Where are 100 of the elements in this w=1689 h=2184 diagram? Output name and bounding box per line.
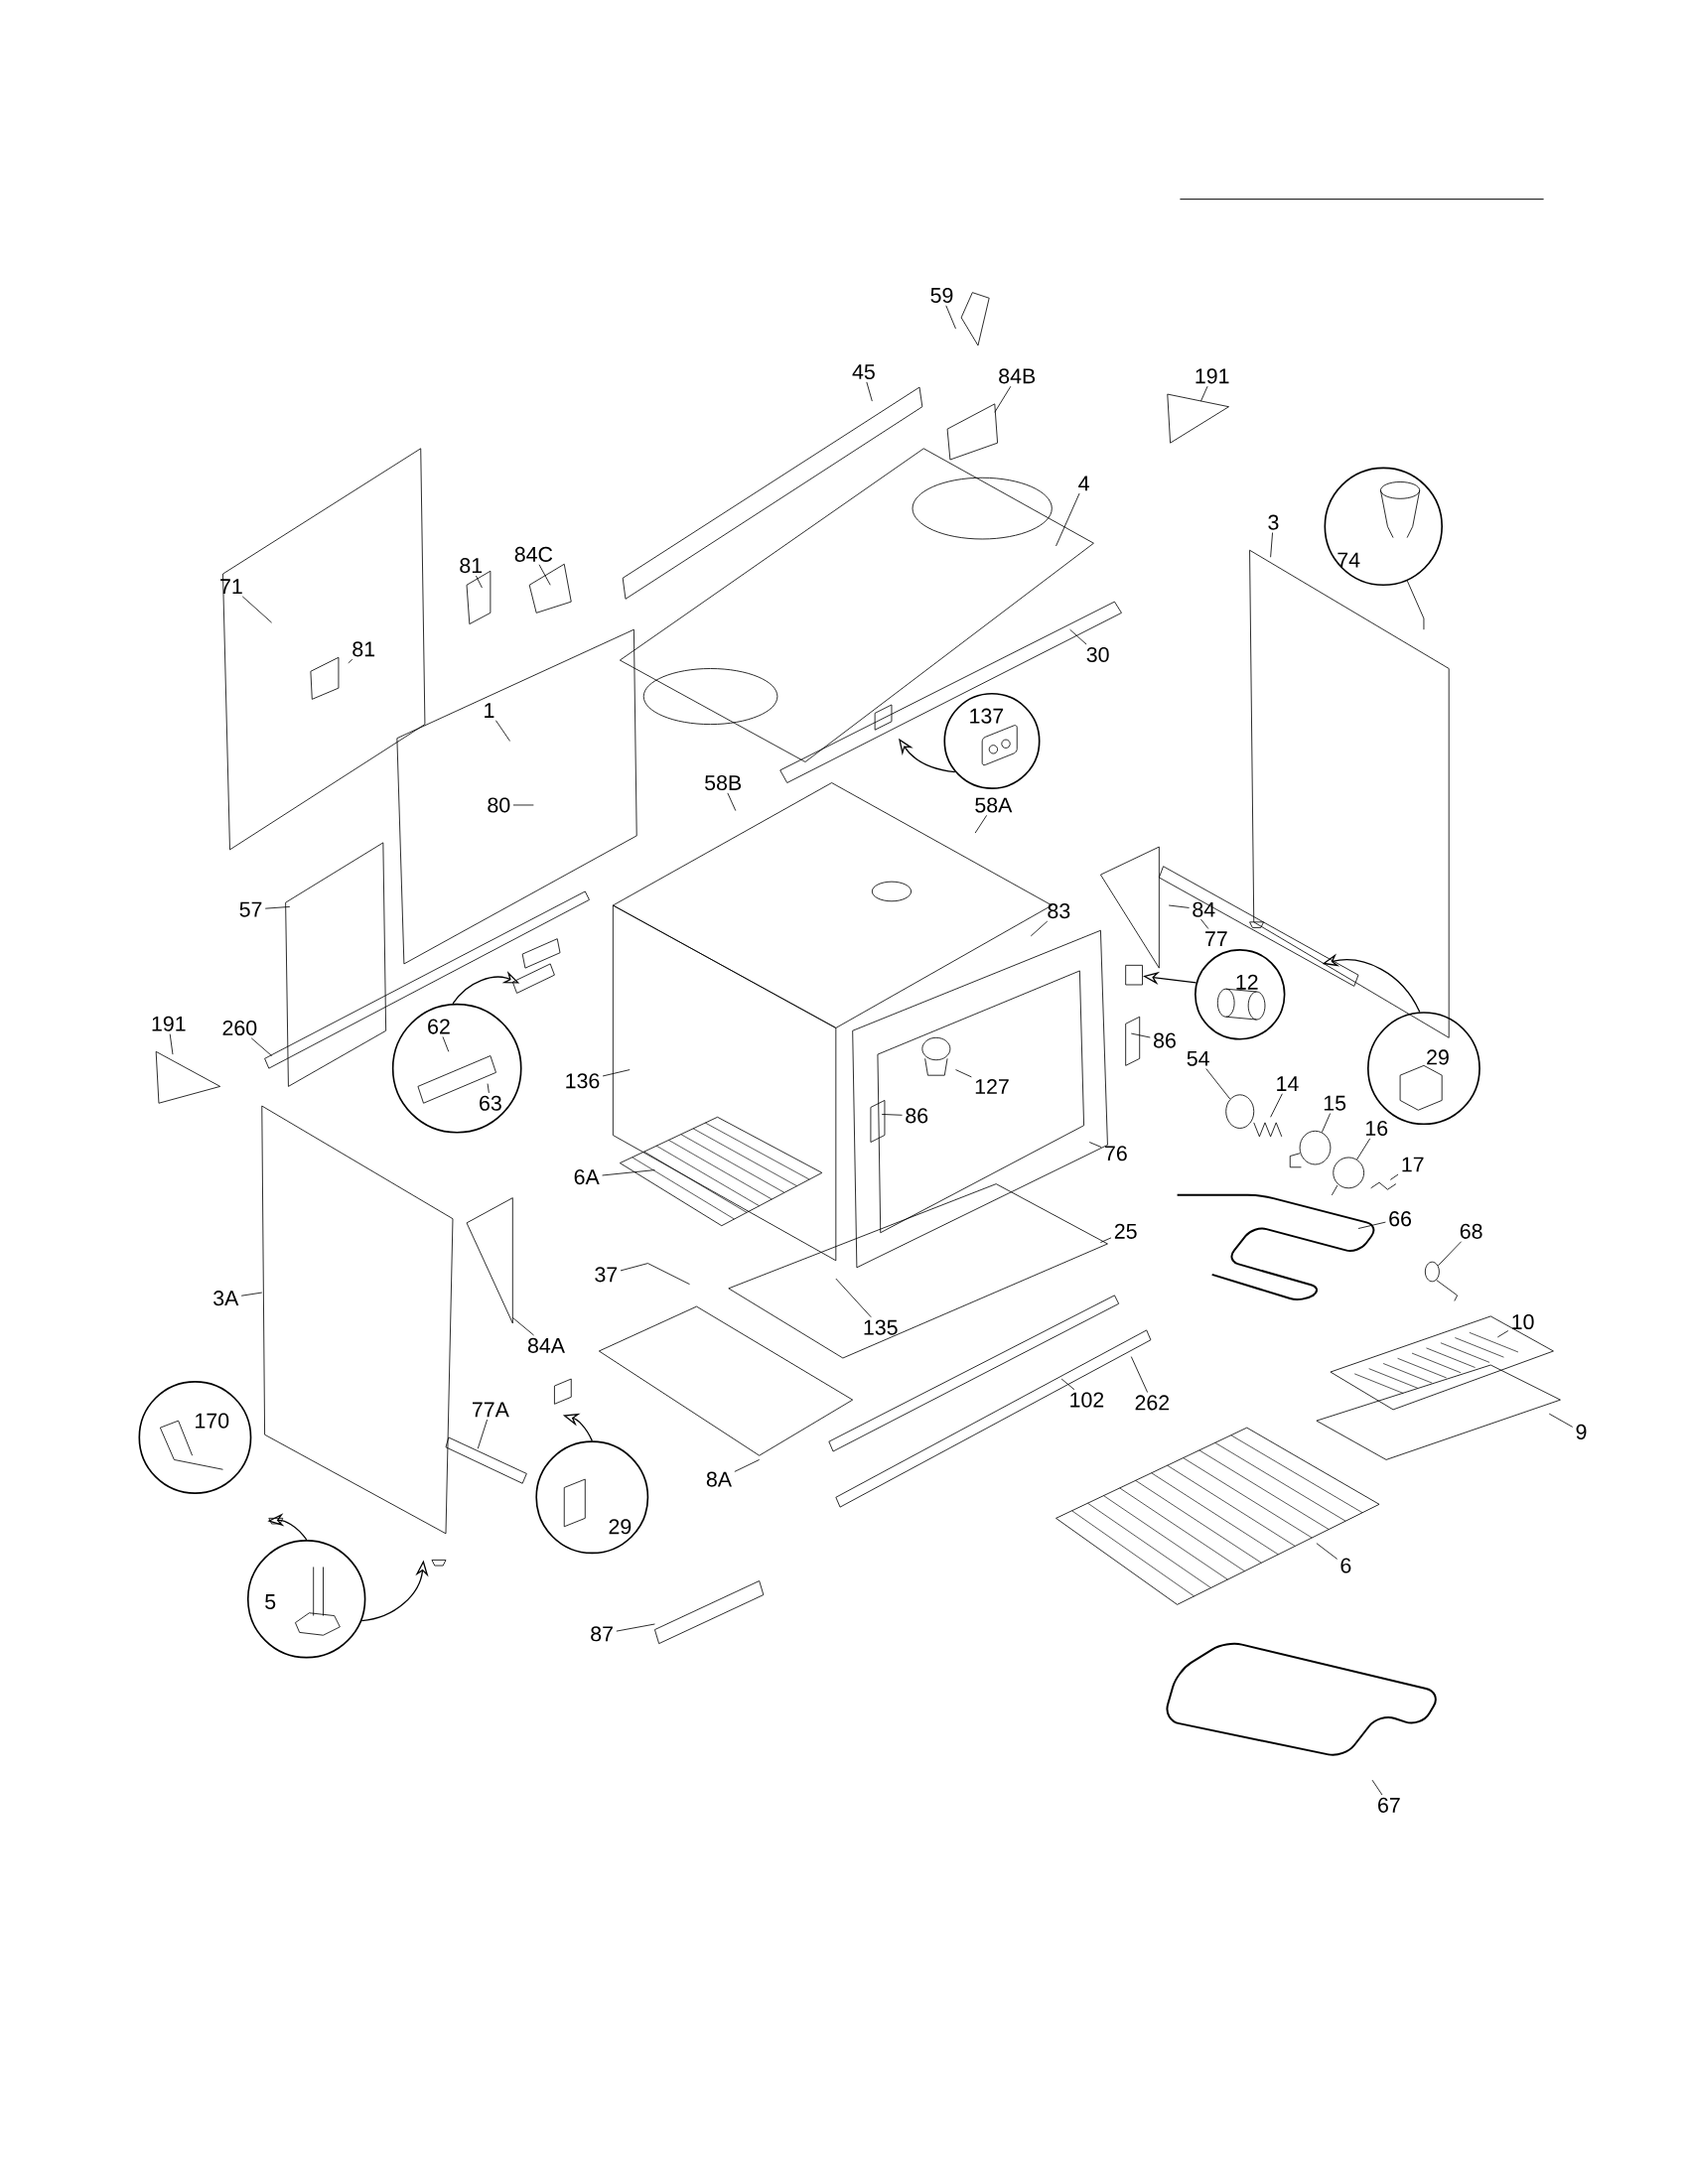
callout-number: 77 (1205, 931, 1227, 947)
leader-line (242, 596, 273, 623)
leader-line (602, 1069, 631, 1077)
leader-line (1069, 628, 1087, 645)
callout-number: 57 (239, 901, 262, 917)
callout-number: 76 (1105, 1146, 1128, 1161)
callout-number: 54 (1187, 1050, 1210, 1066)
leader-line (882, 1114, 904, 1116)
callout-number: 71 (220, 579, 242, 595)
leader-line (1497, 1330, 1509, 1338)
callout-number: 86 (906, 1108, 928, 1124)
callout-number: 83 (1048, 903, 1070, 919)
callout-number: 4 (1078, 476, 1090, 491)
callout-number: 67 (1378, 1797, 1400, 1813)
part-outline (1299, 1130, 1332, 1165)
leader-line (170, 1033, 174, 1055)
callout-number: 135 (864, 1319, 898, 1335)
leader-line (265, 906, 291, 909)
callout-number: 45 (852, 364, 876, 380)
leader-line (866, 381, 873, 402)
leader-line (538, 564, 551, 586)
leader-line (975, 814, 988, 834)
leader-line (1390, 1173, 1399, 1180)
callout-number: 262 (1135, 1395, 1170, 1411)
leader-line (727, 792, 737, 811)
callout-number: 14 (1277, 1076, 1299, 1091)
leader-line (602, 1169, 656, 1176)
callout-number: 6 (1340, 1558, 1351, 1573)
callout-number: 8A (707, 1471, 733, 1487)
callout-number: 5 (265, 1594, 276, 1609)
detail-circle (943, 692, 1041, 789)
leader-line (348, 658, 353, 664)
leader-line (1270, 532, 1274, 558)
callout-number: 1 (485, 703, 494, 718)
leader-line (512, 804, 535, 806)
leader-line (478, 1419, 489, 1449)
callout-number: 87 (591, 1626, 614, 1642)
detail-circle (392, 1003, 522, 1134)
leader-line (442, 1036, 450, 1052)
leader-line (835, 1278, 872, 1318)
leader-line (512, 1316, 535, 1336)
callout-number: 81 (352, 641, 375, 657)
leader-line (1089, 1142, 1102, 1148)
leader-line (1270, 1093, 1284, 1118)
callout-number: 68 (1461, 1223, 1482, 1239)
callout-number: 25 (1115, 1223, 1137, 1239)
callout-number: 84C (514, 546, 553, 562)
leader-line (1131, 1032, 1151, 1038)
leader-line (251, 1037, 273, 1056)
callout-number: 84A (528, 1337, 566, 1353)
callout-number: 37 (595, 1267, 618, 1283)
leader-line (1549, 1413, 1574, 1428)
callout-number: 63 (480, 1095, 502, 1111)
leader-line (616, 1623, 656, 1632)
leader-line (1169, 904, 1191, 908)
callout-number: 127 (976, 1078, 1009, 1094)
part-outline (1225, 1094, 1255, 1129)
part-outline (1425, 1261, 1441, 1283)
leader-line (495, 720, 511, 742)
leader-line (945, 305, 957, 330)
part-outline (1125, 964, 1144, 986)
callout-number: 170 (196, 1413, 229, 1429)
leader-line (1322, 1113, 1332, 1133)
leader-line (1056, 492, 1080, 547)
callout-number: 191 (1196, 368, 1229, 384)
callout-number: 58B (705, 774, 742, 791)
callout-number: 12 (1236, 974, 1258, 990)
callout-number: 30 (1086, 646, 1109, 662)
detail-circle (138, 1381, 252, 1494)
detail-circle (1324, 467, 1444, 587)
callout-number: 80 (488, 797, 510, 813)
leader-line (955, 1069, 972, 1078)
callout-number: 16 (1366, 1120, 1388, 1137)
detail-circle (247, 1540, 366, 1659)
callout-number: 260 (222, 1020, 257, 1036)
leader-line (476, 575, 484, 589)
callout-number: 29 (1427, 1049, 1450, 1065)
callout-number: 84 (1193, 901, 1215, 917)
callout-number: 3 (1268, 514, 1279, 530)
leader-line (1205, 1068, 1231, 1100)
leader-line (994, 385, 1012, 413)
callout-number: 59 (930, 287, 953, 303)
callout-number: 84B (999, 368, 1036, 384)
detail-circle (1195, 949, 1286, 1040)
callout-number: 62 (428, 1019, 450, 1034)
callout-number: 29 (609, 1519, 632, 1535)
leader-line (1371, 1779, 1383, 1796)
leader-line (1031, 920, 1049, 937)
leader-line (1131, 1356, 1149, 1393)
leader-line (1357, 1221, 1387, 1229)
callout-number: 17 (1402, 1157, 1424, 1172)
leader-line (1061, 1378, 1075, 1391)
callout-number: 136 (566, 1073, 600, 1089)
callout-number: 6A (574, 1169, 600, 1185)
callout-number: 81 (460, 558, 483, 574)
callout-number: 86 (1154, 1032, 1177, 1048)
leader-line (1316, 1543, 1338, 1560)
callout-number: 3A (213, 1291, 239, 1306)
callout-number: 74 (1337, 552, 1360, 568)
leader-line (241, 1292, 263, 1297)
